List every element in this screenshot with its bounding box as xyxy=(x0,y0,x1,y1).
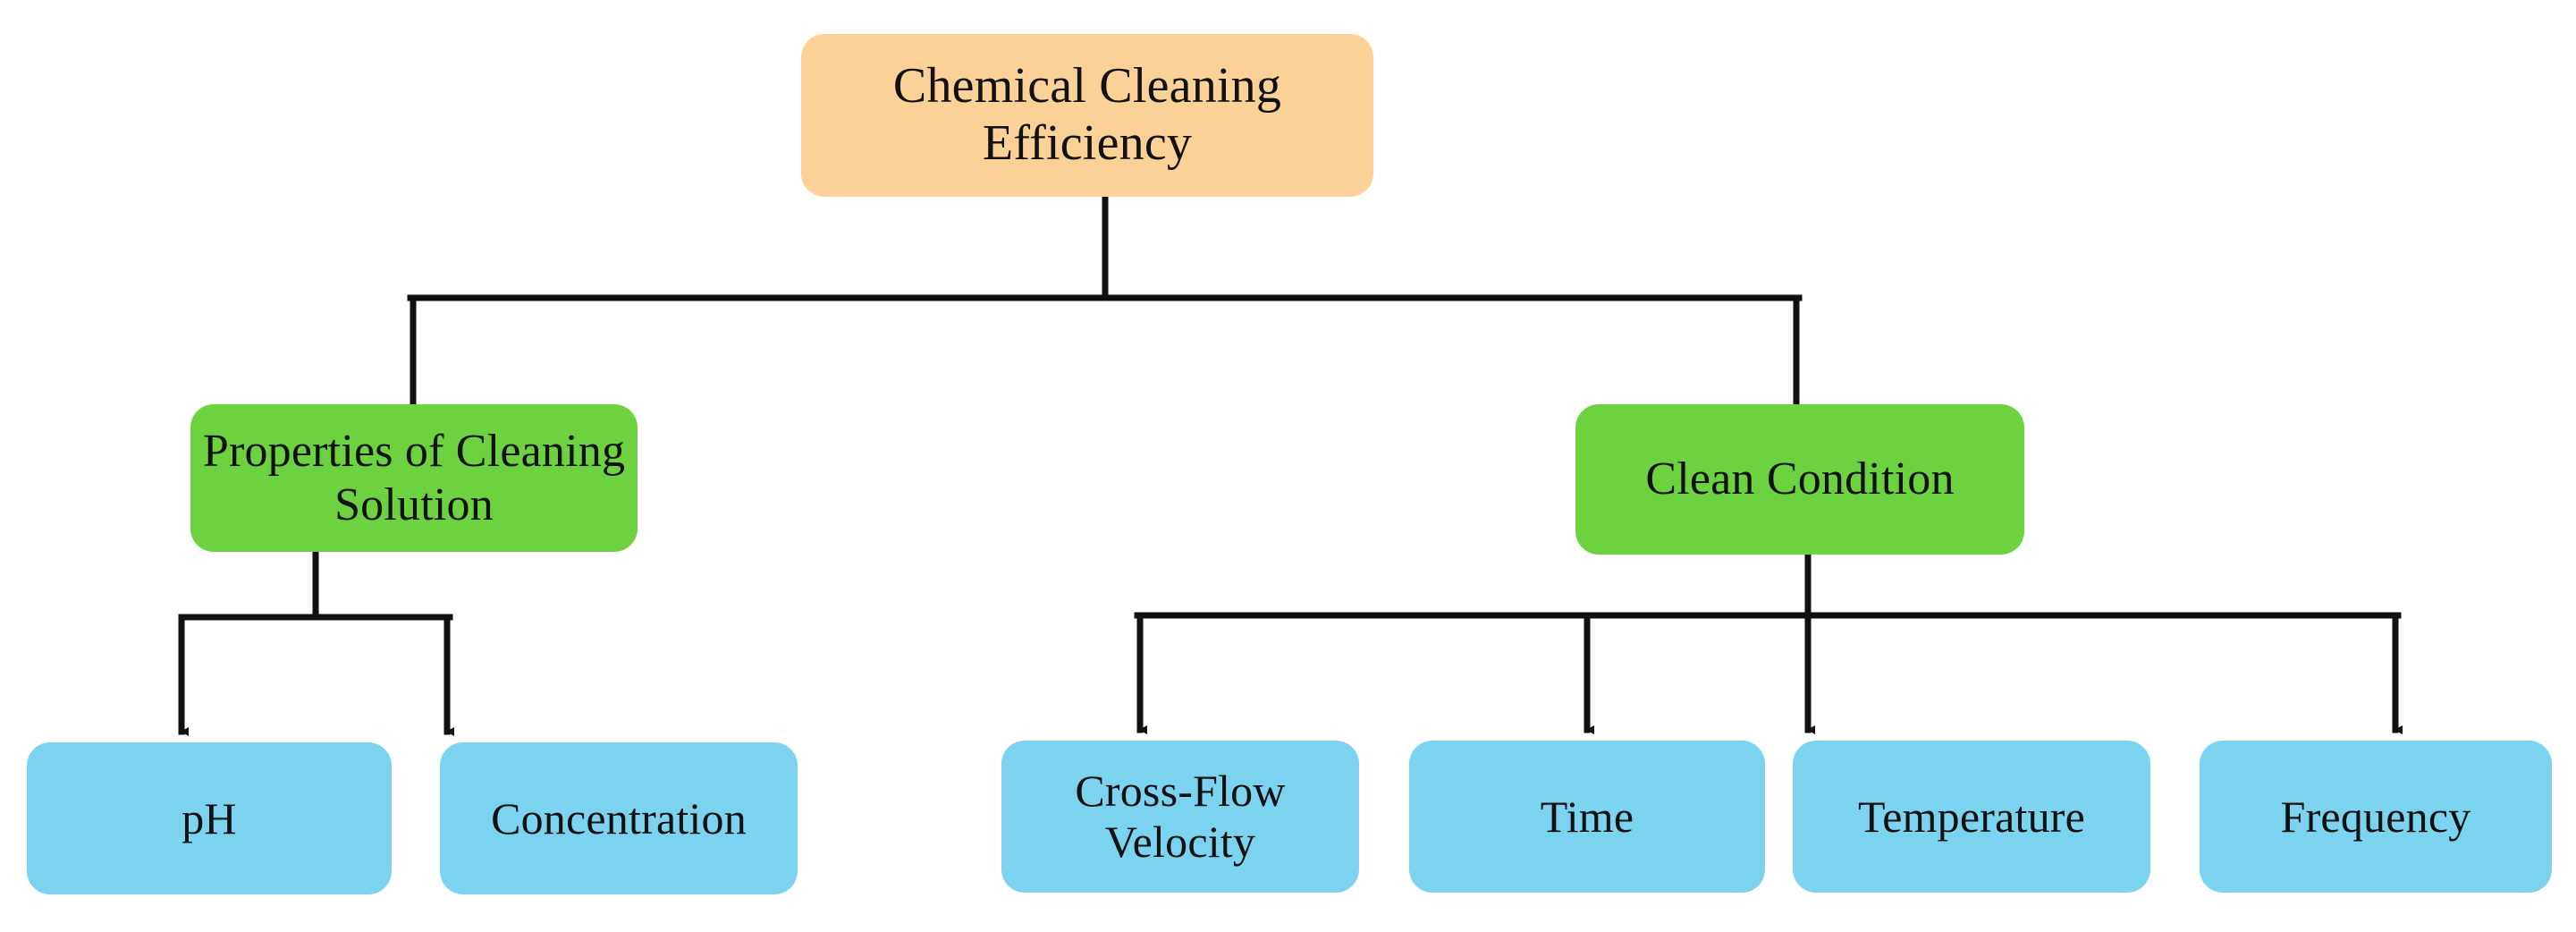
connector-clean-condition-to-children xyxy=(1134,551,2403,734)
node-label-cross-flow-velocity: Cross-Flow Velocity xyxy=(1075,766,1286,867)
node-label-chemical-cleaning-efficiency: Chemical Cleaning Efficiency xyxy=(892,58,1282,171)
connector-properties-to-children xyxy=(178,548,454,736)
node-label-frequency: Frequency xyxy=(2280,791,2471,842)
node-frequency[interactable]: Frequency xyxy=(2200,741,2552,893)
node-concentration[interactable]: Concentration xyxy=(440,742,798,894)
node-label-time: Time xyxy=(1540,791,1634,842)
node-label-properties-of-cleaning-solution: Properties of Cleaning Solution xyxy=(202,426,626,530)
node-time[interactable]: Time xyxy=(1409,741,1765,893)
node-label-ph: pH xyxy=(182,792,237,843)
node-label-temperature: Temperature xyxy=(1857,791,2086,842)
node-label-concentration: Concentration xyxy=(491,792,747,843)
node-label-clean-condition: Clean Condition xyxy=(1645,453,1955,505)
node-chemical-cleaning-efficiency[interactable]: Chemical Cleaning Efficiency xyxy=(801,34,1373,197)
node-cross-flow-velocity[interactable]: Cross-Flow Velocity xyxy=(1001,741,1359,893)
node-clean-condition[interactable]: Clean Condition xyxy=(1575,404,2024,555)
connector-root-to-branches xyxy=(407,192,1803,408)
node-ph[interactable]: pH xyxy=(27,742,392,894)
node-temperature[interactable]: Temperature xyxy=(1793,741,2150,893)
node-properties-of-cleaning-solution[interactable]: Properties of Cleaning Solution xyxy=(190,404,638,552)
